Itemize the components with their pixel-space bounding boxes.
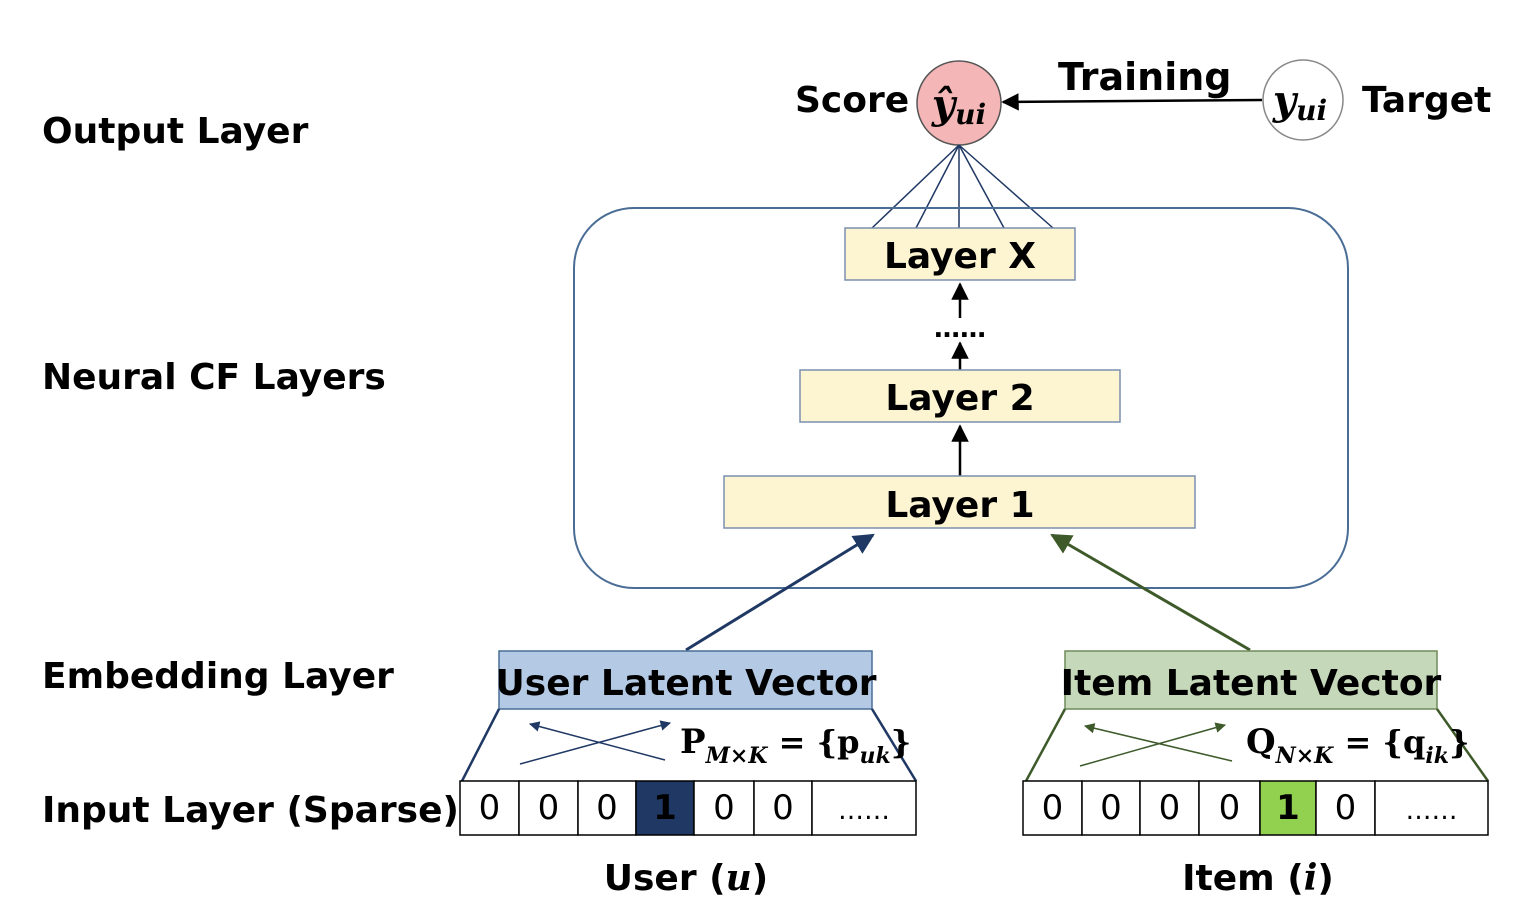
user-embedding-matrix: PM×K = {puk} [680, 722, 911, 769]
item-input-cell-0 [1022, 780, 1083, 836]
user-embedding-arrow [685, 533, 875, 652]
user-input-label: User (u) [604, 857, 768, 899]
item-input-cell-2 [1139, 780, 1200, 836]
user-input-cell-value: 0 [772, 788, 794, 828]
layers-ellipsis: …… [934, 314, 986, 344]
user-cross-arrow-1 [519, 720, 672, 765]
item-input-cell-4 [1259, 780, 1317, 836]
training-label: Training [1058, 55, 1232, 99]
fan-connections [871, 144, 1054, 229]
item-input-cell-value: …… [1406, 796, 1458, 826]
user-projection-left [460, 708, 501, 782]
user-input-cell-value: 0 [538, 788, 560, 828]
user-input-cell-value: 1 [653, 788, 677, 828]
user-latent-vector-box [498, 650, 873, 710]
target-symbol: yui [1272, 77, 1327, 127]
item-latent-vector-label: Item Latent Vector [1061, 663, 1442, 704]
item-input-cell-5 [1315, 780, 1376, 836]
layer-1-box [723, 475, 1196, 529]
item-input-cell-value: 0 [1159, 788, 1181, 828]
item-cross-arrow-1 [1079, 722, 1227, 767]
item-cross-arrow-2 [1083, 723, 1233, 762]
input-layer-label: Input Layer (Sparse) [42, 790, 459, 831]
user-input-cell-5 [753, 780, 813, 836]
user-input-cell-value: 0 [713, 788, 735, 828]
score-symbol: ŷui [931, 81, 986, 131]
user-input-cell-1 [518, 780, 579, 836]
target-node [1262, 59, 1344, 141]
neural-cf-container [573, 207, 1349, 589]
item-input-label: Item (i) [1182, 857, 1334, 899]
item-input-cell-value: 0 [1100, 788, 1122, 828]
item-input-cell-value: 1 [1276, 788, 1300, 828]
score-label: Score [795, 80, 909, 121]
item-embedding-arrow [1050, 533, 1251, 652]
user-latent-vector-label: User Latent Vector [496, 663, 877, 704]
item-input-cell-value: 0 [1335, 788, 1357, 828]
user-input-cell-value: 0 [596, 788, 618, 828]
training-arrow [1001, 93, 1263, 111]
user-input-cell-3 [635, 780, 695, 836]
layer-2-box [799, 369, 1121, 423]
item-embedding-matrix: QN×K = {qik} [1246, 722, 1470, 769]
user-input-cell-value: 0 [479, 788, 501, 828]
item-input-cell-6 [1374, 780, 1489, 836]
embedding-layer-label: Embedding Layer [42, 656, 394, 697]
item-latent-vector-box [1064, 650, 1438, 710]
item-input-cell-value: 0 [1042, 788, 1064, 828]
layer-2-label: Layer 2 [885, 378, 1034, 419]
user-input-cell-6 [811, 780, 917, 836]
neural-cf-layers-label: Neural CF Layers [42, 357, 386, 398]
user-cross-arrow-2 [528, 721, 666, 761]
item-input-cell-value: 0 [1219, 788, 1241, 828]
user-projection-right [870, 708, 918, 782]
layer-1-label: Layer 1 [885, 485, 1034, 526]
user-input-cell-value: …… [838, 796, 890, 826]
target-label: Target [1362, 80, 1491, 121]
layer-x-box [844, 227, 1076, 281]
item-projection-right [1435, 708, 1490, 782]
output-layer-label: Output Layer [42, 111, 309, 152]
user-input-cell-0 [459, 780, 520, 836]
layer-x-label: Layer X [884, 236, 1036, 277]
item-projection-left [1024, 708, 1067, 782]
item-input-cell-1 [1081, 780, 1141, 836]
